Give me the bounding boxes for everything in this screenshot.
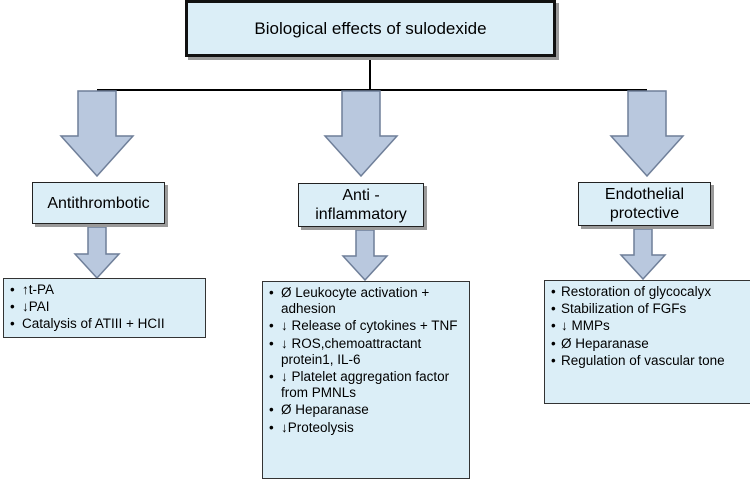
category-label-line1: Anti - [342, 187, 380, 204]
anti-inflammatory-effects: Ø Leukocyte activation + adhesion↓ Relea… [262, 281, 470, 479]
effect-item: ↑t-PA [10, 282, 201, 298]
effect-item: ↓ Release of cytokines + TNF [269, 318, 465, 334]
category-label: Antithrombotic [47, 194, 150, 212]
down-arrow-icon [323, 90, 399, 178]
effect-item: Catalysis of ATIII + HCII [10, 316, 201, 332]
effect-item: Ø Heparanase [269, 402, 465, 418]
category-label-line2: protective [609, 205, 680, 222]
category-endothelial-protective: Endothelial protective [578, 182, 711, 226]
effect-item: ↓ ROS,chemoattractant protein1, IL-6 [269, 336, 465, 368]
down-arrow-icon [341, 229, 389, 282]
down-arrow-icon [59, 90, 135, 178]
down-arrow-icon [73, 226, 121, 280]
down-arrow-icon [619, 228, 667, 281]
effect-item: ↓Proteolysis [269, 420, 465, 436]
category-label-line2: inflammatory [315, 206, 407, 223]
category-anti-inflammatory: Anti - inflammatory [298, 183, 424, 227]
effect-item: Stabilization of FGFs [551, 301, 746, 317]
effect-item: ↓PAI [10, 299, 201, 315]
endothelial-protective-effects: Restoration of glycocalyxStabilization o… [544, 280, 750, 404]
effect-item: Ø Leukocyte activation + adhesion [269, 285, 465, 317]
effect-item: Restoration of glycocalyx [551, 284, 746, 300]
effect-item: ↓ Platelet aggregation factor from PMNLs [269, 369, 465, 401]
antithrombotic-effects: ↑t-PA↓PAICatalysis of ATIII + HCII [3, 278, 206, 338]
down-arrow-icon [609, 90, 685, 178]
effect-item: Ø Heparanase [551, 336, 746, 352]
effect-item: Regulation of vascular tone [551, 353, 746, 369]
category-antithrombotic: Antithrombotic [32, 182, 165, 224]
category-label-line1: Endothelial [604, 186, 685, 203]
title-text: Biological effects of sulodexide [254, 18, 487, 38]
effect-item: ↓ MMPs [551, 318, 746, 334]
page-title: Biological effects of sulodexide [185, 0, 556, 57]
